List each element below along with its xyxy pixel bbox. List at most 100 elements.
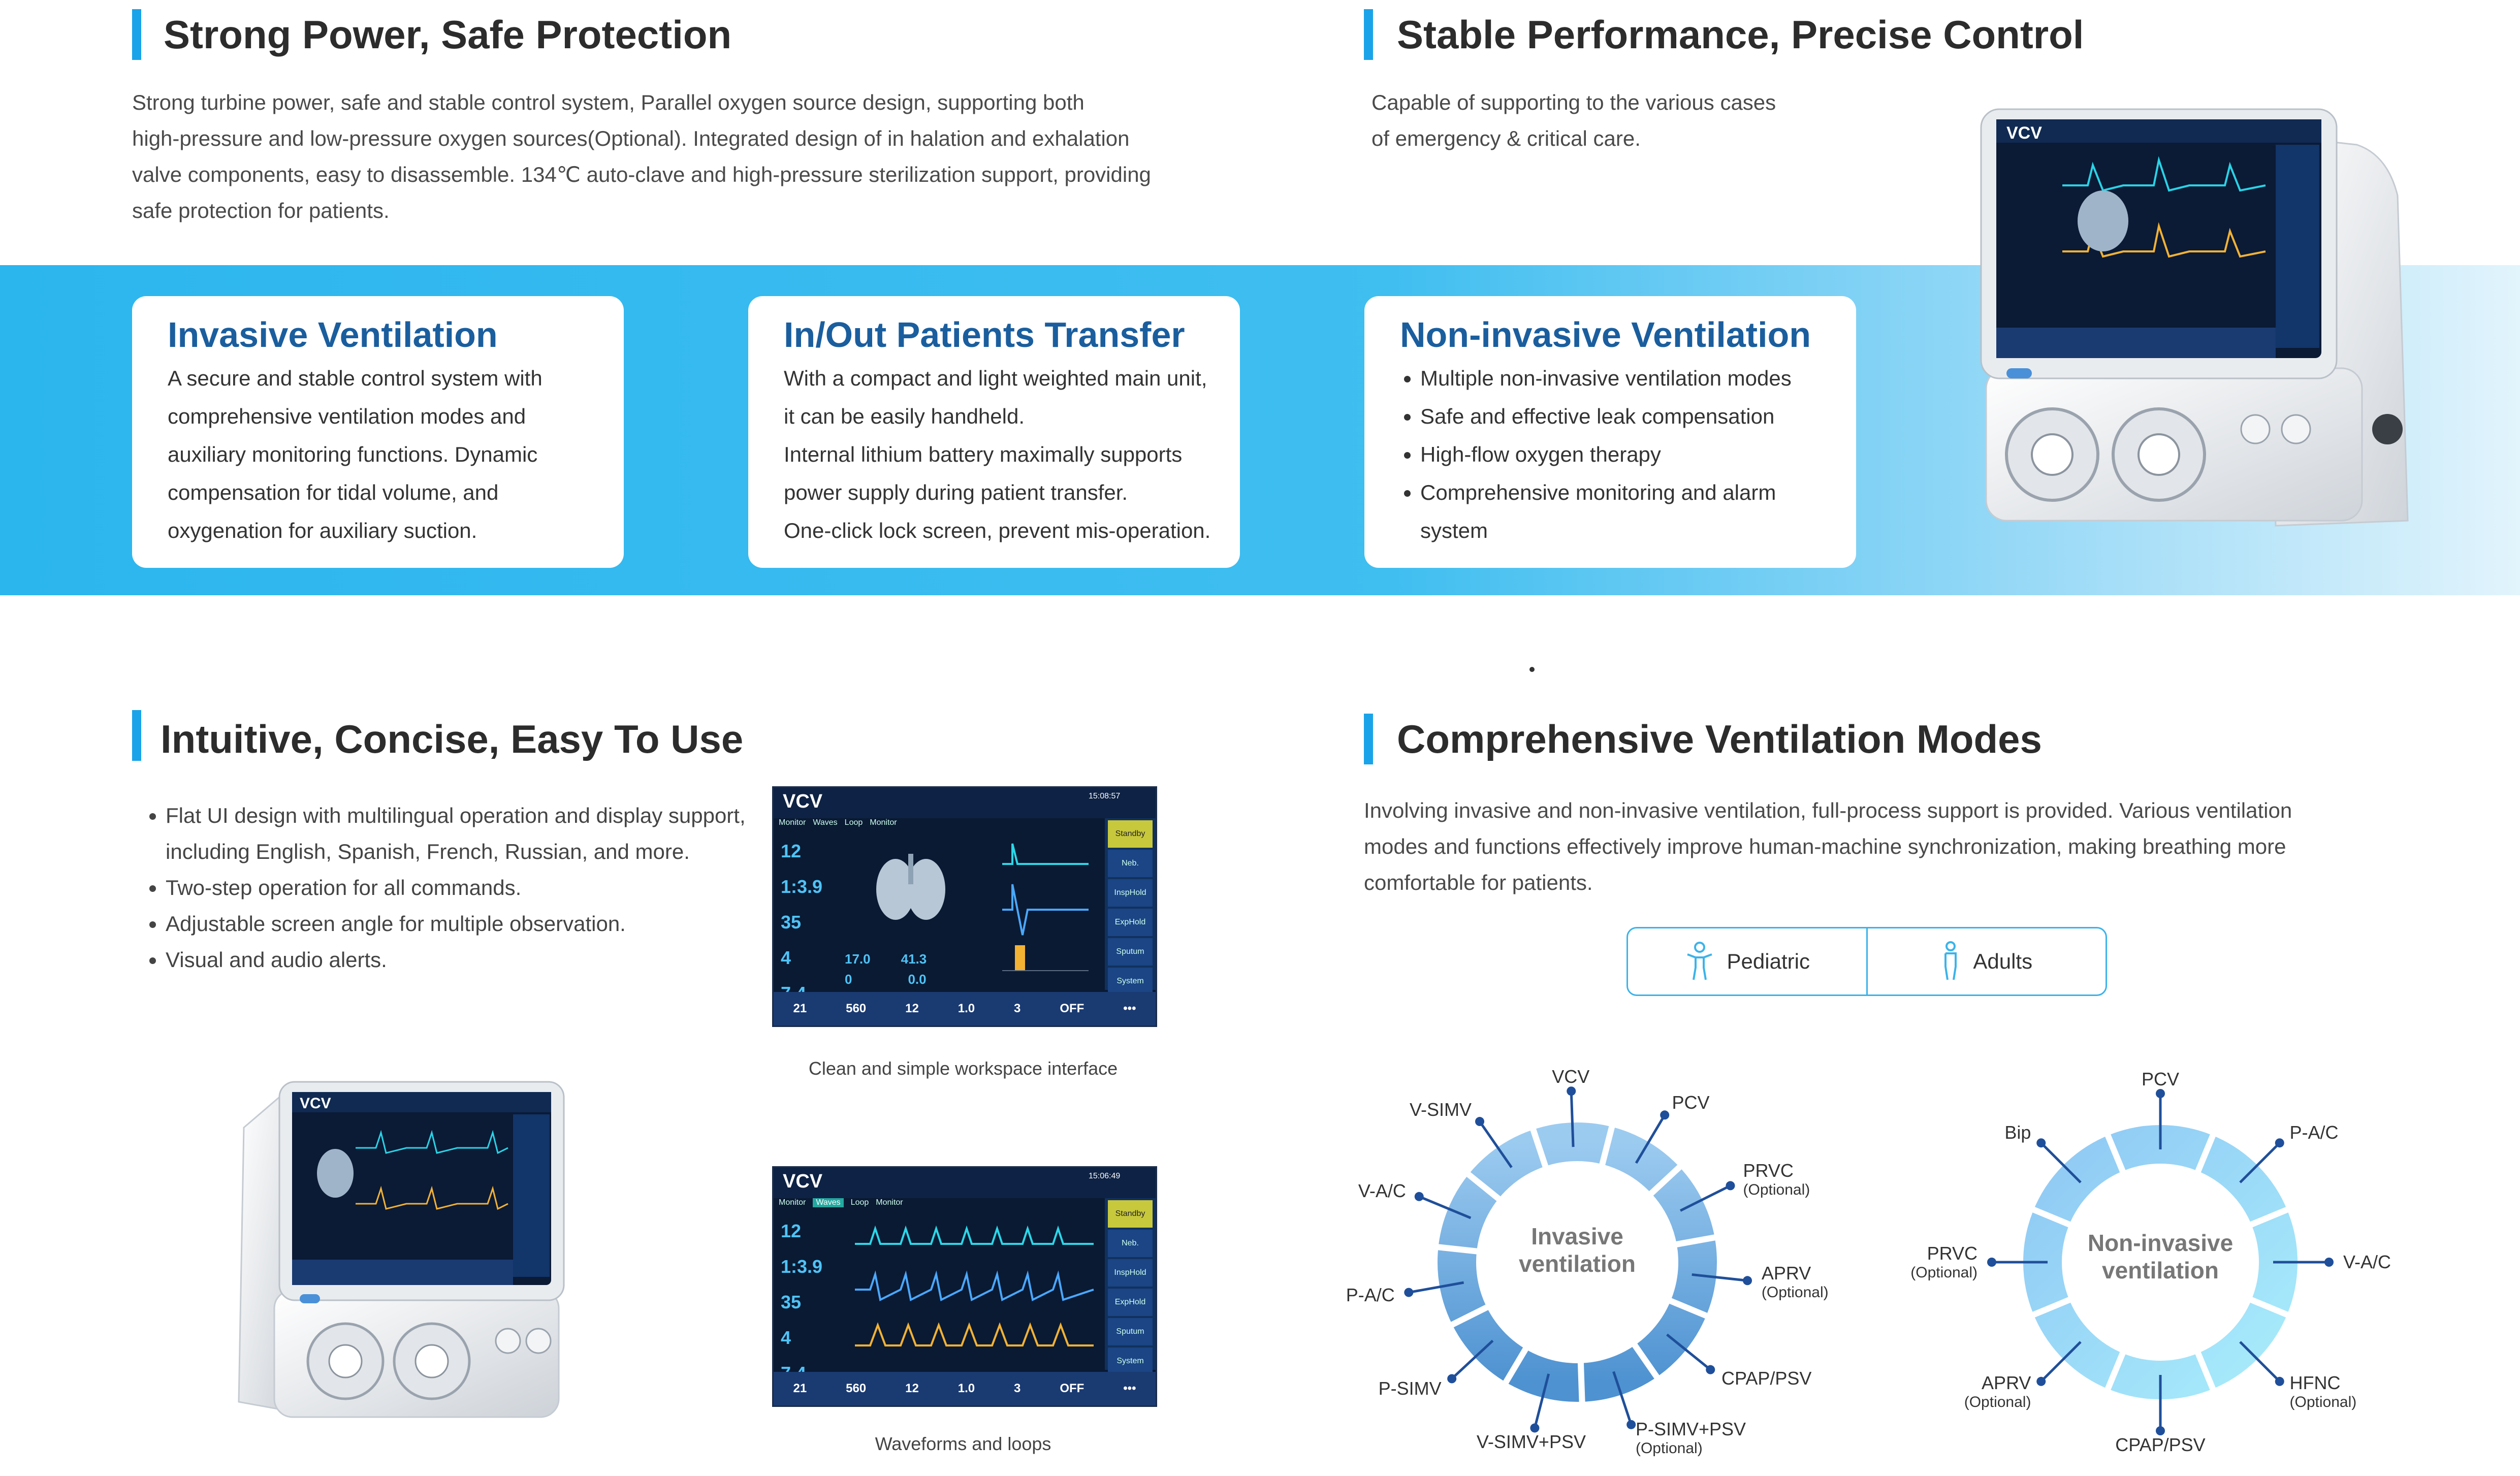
ring-leader-line bbox=[1635, 1114, 1666, 1164]
ring-leader-dot bbox=[1626, 1420, 1636, 1429]
card-line: oxygenation for auxiliary suction. bbox=[168, 519, 477, 542]
ring-separators bbox=[2029, 1131, 2291, 1393]
ring-leader-dot bbox=[2036, 1138, 2046, 1148]
feature-item: Two-step operation for all commands. bbox=[166, 870, 746, 906]
mode-name: P-A/C bbox=[2289, 1122, 2339, 1143]
card-bullet: High-flow oxygen therapy bbox=[1420, 435, 1836, 473]
card-patient-transfer: In/Out Patients Transfer With a compact … bbox=[748, 296, 1240, 568]
mode-name: APRV bbox=[1761, 1263, 1811, 1284]
mode-name: PRVC bbox=[1927, 1243, 1977, 1264]
ring-leaders bbox=[1987, 1089, 2334, 1435]
ring-separator bbox=[2194, 1131, 2217, 1175]
ring-leader-dot bbox=[1567, 1086, 1576, 1096]
invasive-modes-ring bbox=[1404, 1086, 1752, 1433]
paragraph-line: Capable of supporting to the various cas… bbox=[1371, 90, 1776, 114]
ventilation-mode-label: Bip bbox=[2004, 1122, 2031, 1143]
feature-item-cont: including English, Spanish, French, Russ… bbox=[166, 840, 690, 863]
section-title-modes: Comprehensive Ventilation Modes bbox=[1397, 717, 2042, 761]
screen-tab: Monitor bbox=[779, 1198, 806, 1207]
mode-name: V-A/C bbox=[1358, 1180, 1406, 1202]
tab-pediatric[interactable]: Pediatric bbox=[1628, 928, 1866, 994]
screen-tab: Waves bbox=[813, 818, 838, 827]
mode-optional-note: (Optional) bbox=[2289, 1393, 2357, 1410]
screen-time: 15:06:49 bbox=[1089, 1172, 1121, 1180]
ventilation-mode-label: P-A/C bbox=[1346, 1285, 1395, 1306]
ring-leader-line bbox=[1666, 1333, 1711, 1371]
ring-leader-line bbox=[1408, 1281, 1464, 1294]
ventilation-mode-label: CPAP/PSV bbox=[1721, 1368, 1811, 1389]
screen-value: 12 bbox=[781, 1221, 802, 1241]
paragraph-line: Strong turbine power, safe and stable co… bbox=[132, 90, 1084, 114]
ring-leader-dot bbox=[1404, 1288, 1414, 1297]
tab-adults[interactable]: Adults bbox=[1866, 928, 2106, 994]
mode-name: Bip bbox=[2004, 1122, 2031, 1143]
screen-side-item: System bbox=[1108, 968, 1153, 995]
mode-name: PCV bbox=[2141, 1069, 2180, 1089]
ring-leader-line bbox=[2040, 1341, 2082, 1383]
ring-leader-line bbox=[1451, 1339, 1494, 1380]
mode-optional-note: (Optional) bbox=[1743, 1181, 1810, 1198]
paragraph-line: comfortable for patients. bbox=[1364, 871, 1593, 894]
screen-setting: 12 bbox=[905, 1002, 919, 1015]
screen-value: 41.3 bbox=[901, 951, 927, 967]
card-line: Internal lithium battery maximally suppo… bbox=[784, 442, 1183, 466]
screenshot-caption: Waveforms and loops bbox=[875, 1433, 1051, 1454]
ring-separator bbox=[2029, 1205, 2074, 1229]
feature-list: Flat UI design with multilingual operati… bbox=[132, 797, 746, 978]
ring-leader-line bbox=[1478, 1120, 1513, 1168]
card-line: With a compact and light weighted main u… bbox=[784, 366, 1207, 390]
ventilation-mode-label: VCV bbox=[1552, 1066, 1589, 1087]
mode-optional-note: (Optional) bbox=[1910, 1264, 1977, 1281]
ring-separator bbox=[2247, 1296, 2291, 1319]
screen-side-item: ExpHold bbox=[1108, 909, 1153, 936]
screen-side-item: Standby bbox=[1108, 1200, 1153, 1228]
ventilator-illustration: VCV bbox=[1980, 108, 2409, 527]
screen-setting: 21 bbox=[793, 1002, 807, 1015]
ventilation-mode-label: V-SIMV+PSV bbox=[1477, 1431, 1586, 1453]
paragraph-line: valve components, easy to disassemble. 1… bbox=[132, 163, 1151, 186]
section-paragraph-modes: Involving invasive and non-invasive vent… bbox=[1364, 792, 2380, 901]
invasive-center-label: Invasive ventilation bbox=[1476, 1223, 1679, 1277]
mode-name: HFNC bbox=[2289, 1372, 2341, 1393]
screen-bottom-bar: 21 560 12 1.0 3 OFF ••• bbox=[774, 1372, 1156, 1405]
ventilator-device-image-2: VCV bbox=[224, 1077, 579, 1432]
screen-side-menu: Standby Neb. InspHold ExpHold Sputum Sys… bbox=[1105, 1198, 1156, 1375]
screen-setting: ••• bbox=[1123, 1002, 1136, 1015]
section-title-intuitive: Intuitive, Concise, Easy To Use bbox=[161, 717, 744, 761]
screen-side-item: InspHold bbox=[1108, 879, 1153, 907]
screen-value: 12 bbox=[781, 841, 802, 861]
ring-leader-dot bbox=[1726, 1181, 1735, 1191]
screen-value: 17.0 bbox=[845, 951, 871, 967]
section-title-performance: Stable Performance, Precise Control bbox=[1397, 12, 2084, 57]
screen-value: 4 bbox=[781, 947, 791, 968]
screen-side-item: Neb. bbox=[1108, 850, 1153, 877]
mode-name: CPAP/PSV bbox=[2115, 1434, 2206, 1455]
screen-value: 1:3.9 bbox=[781, 1256, 823, 1277]
ring-separator bbox=[2194, 1349, 2217, 1393]
adult-icon bbox=[1944, 941, 1957, 980]
screen-tab-row: Monitor Waves Loop Monitor bbox=[779, 818, 897, 827]
ring-leader-line bbox=[1692, 1273, 1748, 1282]
screen-setting: 560 bbox=[846, 1382, 867, 1395]
screen-mode: VCV bbox=[783, 1171, 823, 1192]
ring-separator bbox=[2247, 1205, 2291, 1229]
screen-tab-row: Monitor Waves Loop Monitor bbox=[779, 1198, 903, 1207]
screen-tab: Monitor bbox=[876, 1198, 903, 1207]
center-line: ventilation bbox=[1518, 1250, 1636, 1277]
screen-setting: 21 bbox=[793, 1382, 807, 1395]
ring-leader-dot bbox=[1447, 1374, 1457, 1384]
screen-mid-values: 0 0.0 bbox=[845, 972, 927, 987]
ring-separator bbox=[2029, 1296, 2074, 1319]
ring-leader-dot bbox=[2324, 1258, 2334, 1267]
screen-waveforms bbox=[855, 1225, 1094, 1346]
screen-side-item: Standby bbox=[1108, 820, 1153, 848]
ring-leader-line bbox=[2239, 1142, 2281, 1183]
ring-leader-line bbox=[2040, 1142, 2082, 1183]
ring-leader-dot bbox=[2156, 1426, 2165, 1435]
mode-name: V-SIMV+PSV bbox=[1476, 1431, 1586, 1452]
screen-side-item: ExpHold bbox=[1108, 1289, 1153, 1316]
ring-leader-dot bbox=[2156, 1089, 2165, 1098]
tab-label: Adults bbox=[1973, 949, 2033, 973]
mode-name: PCV bbox=[1672, 1092, 1710, 1113]
patient-type-tabs: Pediatric Adults bbox=[1626, 927, 2107, 996]
